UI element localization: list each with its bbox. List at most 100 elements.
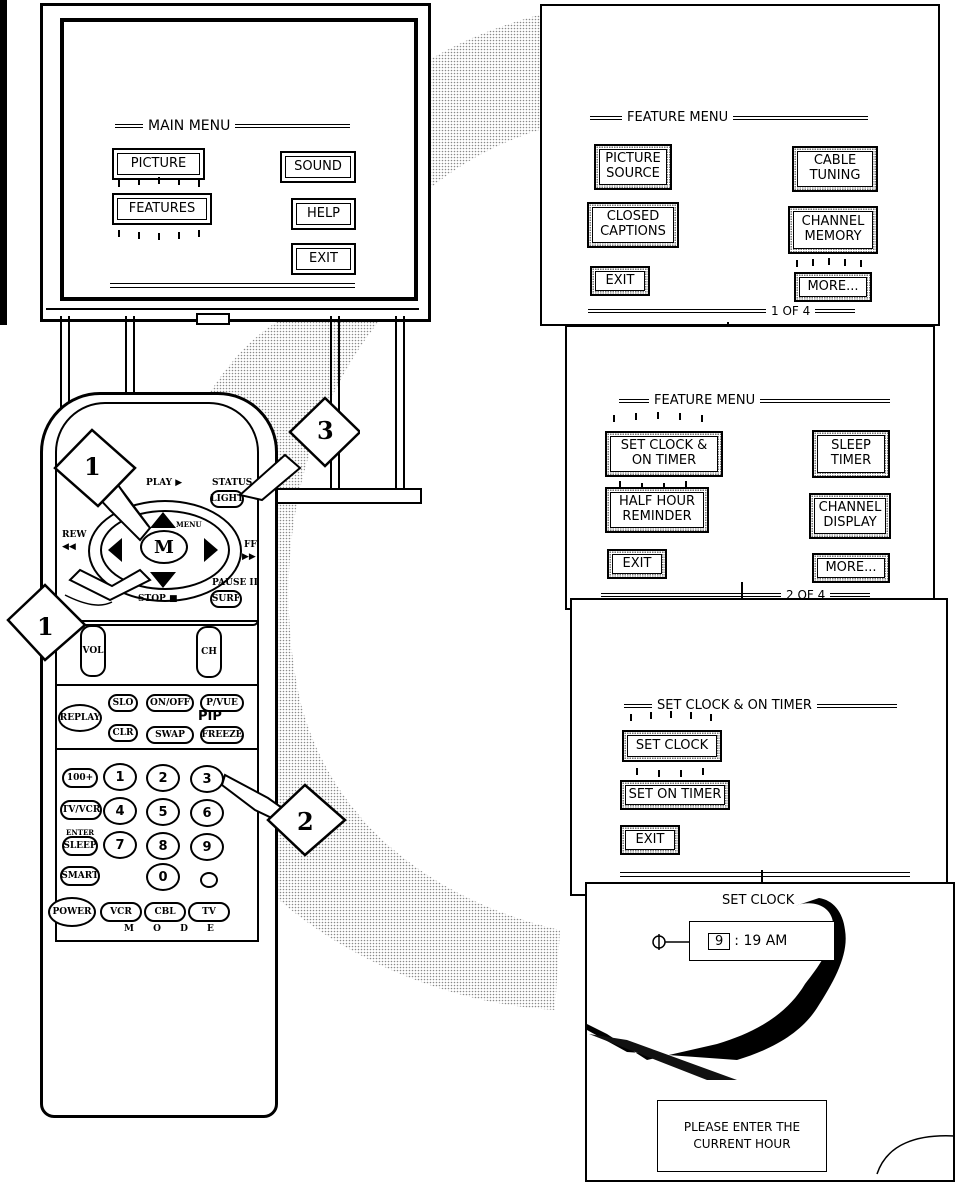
closed-captions-button[interactable]: CLOSED CAPTIONS	[587, 202, 679, 248]
digit-7-button[interactable]: 7	[103, 831, 137, 859]
more-button-menu-1[interactable]: MORE...	[794, 272, 872, 302]
vcr-mode-button[interactable]: VCR	[100, 902, 142, 922]
vol-rocker[interactable]: VOL	[80, 625, 106, 677]
direction-ring-inner	[100, 510, 230, 590]
on-off-button[interactable]: ON/OFF	[146, 694, 194, 712]
menu-m-button[interactable]: M	[140, 530, 188, 564]
hundred-plus-button[interactable]: 100+	[62, 768, 98, 788]
skier-illustration	[587, 898, 955, 1175]
status-label: STATUS	[212, 478, 253, 488]
step-1-callout: 1	[84, 452, 101, 481]
digit-0-button[interactable]: 0	[146, 863, 180, 891]
tv-mode-button[interactable]: TV	[188, 902, 230, 922]
features-button[interactable]: FEATURES	[112, 193, 212, 225]
cbl-mode-button[interactable]: CBL	[144, 902, 186, 922]
indicator-dot	[200, 872, 218, 888]
cable-tuning-button[interactable]: CABLE TUNING	[792, 146, 878, 192]
ch-rocker[interactable]: CH	[196, 626, 222, 678]
direction-arrows	[108, 512, 218, 588]
surf-button[interactable]: SURF	[210, 590, 242, 608]
left-arrow-icon	[108, 538, 122, 562]
pointing-hands	[6, 396, 360, 857]
help-button[interactable]: HELP	[291, 198, 356, 230]
exit-button[interactable]: EXIT	[291, 243, 356, 275]
feature-menu-2-title: FEATURE MENU	[619, 393, 891, 408]
step-2-callout: 2	[297, 807, 314, 836]
tv-stand-far-right	[395, 316, 405, 491]
stop-label: STOP ■	[138, 594, 178, 604]
channel-display-button[interactable]: CHANNEL DISPLAY	[809, 493, 891, 539]
cursor-pointer-icon	[652, 934, 689, 950]
pause-label: PAUSE II	[212, 578, 258, 588]
set-clock-menu-footer-rule	[620, 872, 910, 877]
step-3-callout: 3	[317, 416, 334, 445]
hour-field[interactable]: 9	[708, 932, 731, 950]
sleep-timer-button[interactable]: SLEEP TIMER	[812, 430, 890, 478]
digit-9-button[interactable]: 9	[190, 833, 224, 861]
swap-button[interactable]: SWAP	[146, 726, 194, 744]
exit-button-menu-1[interactable]: EXIT	[590, 266, 650, 296]
tv-power-indicator	[196, 313, 230, 325]
ff-arrows: ▶▶	[242, 552, 256, 562]
set-clock-menu-panel: SET CLOCK & ON TIMER SET CLOCK SET ON TI…	[570, 598, 948, 896]
digit-2-button[interactable]: 2	[146, 764, 180, 792]
time-minutes-ampm: : 19 AM	[734, 933, 788, 949]
picture-button[interactable]: PICTURE	[112, 148, 205, 180]
tv-stand-left	[60, 316, 70, 426]
power-button[interactable]: POWER	[48, 897, 96, 927]
clr-button[interactable]: CLR	[108, 724, 138, 742]
rew-arrows: ◀◀	[62, 542, 76, 552]
enter-label: ENTER	[66, 828, 95, 837]
freeze-button[interactable]: FREEZE	[200, 726, 244, 744]
feature-menu-1-title: FEATURE MENU	[590, 110, 869, 125]
main-menu-footer-rule	[110, 283, 355, 288]
channel-memory-button[interactable]: CHANNEL MEMORY	[788, 206, 878, 254]
keypad-panel	[55, 748, 259, 942]
digit-1-button[interactable]: 1	[103, 763, 137, 791]
remote-top-panel	[55, 402, 259, 626]
exit-button-menu-2[interactable]: EXIT	[607, 549, 667, 579]
set-clock-button[interactable]: SET CLOCK	[622, 730, 722, 762]
tv-vcr-button[interactable]: TV/VCR	[60, 800, 102, 820]
exit-button-set-clock-menu[interactable]: EXIT	[620, 825, 680, 855]
menu-label: MENU	[176, 520, 202, 529]
sound-button[interactable]: SOUND	[280, 151, 356, 183]
light-button[interactable]: LIGHT	[210, 490, 244, 508]
digit-5-button[interactable]: 5	[146, 798, 180, 826]
picture-source-button[interactable]: PICTURE SOURCE	[594, 144, 672, 190]
digit-6-button[interactable]: 6	[190, 799, 224, 827]
set-clock-on-timer-button[interactable]: SET CLOCK & ON TIMER	[605, 431, 723, 477]
direction-ring	[88, 500, 242, 602]
mode-label: M O D E	[124, 924, 222, 934]
tv-bezel-bottom	[46, 308, 419, 316]
more-button-menu-2[interactable]: MORE...	[812, 553, 890, 583]
pip-label: PIP	[198, 709, 222, 724]
tv-stand-mid	[125, 316, 135, 406]
set-clock-screen-title: SET CLOCK	[722, 893, 795, 908]
sleep-button[interactable]: SLEEP	[62, 836, 98, 856]
set-clock-screen-panel: SET CLOCK 9 : 19 AM PLEASE ENTER THE CUR…	[585, 882, 955, 1182]
page-edge-bar	[0, 0, 7, 325]
p-vue-button[interactable]: P/VUE	[200, 694, 244, 712]
smart-button[interactable]: SMART	[60, 866, 100, 886]
feature-menu-1-page: 1 OF 4	[588, 304, 856, 318]
feature-menu-panel-1: FEATURE MENU PICTURE SOURCE CABLE TUNING…	[540, 4, 940, 326]
set-clock-menu-title: SET CLOCK & ON TIMER	[624, 698, 897, 713]
replay-button[interactable]: REPLAY	[58, 704, 102, 732]
time-display: 9 : 19 AM	[689, 921, 835, 961]
down-arrow-icon	[150, 572, 176, 588]
enter-hour-prompt: PLEASE ENTER THE CURRENT HOUR	[657, 1100, 827, 1172]
set-on-timer-button[interactable]: SET ON TIMER	[620, 780, 730, 810]
feature-menu-panel-2: FEATURE MENU SET CLOCK & ON TIMER SLEEP …	[565, 325, 935, 610]
half-hour-reminder-button[interactable]: HALF HOUR REMINDER	[605, 487, 709, 533]
rew-label: REW	[62, 530, 87, 540]
main-menu-title: MAIN MENU	[115, 118, 351, 134]
up-arrow-icon	[150, 512, 176, 528]
right-arrow-icon	[204, 538, 218, 562]
ff-label: FF	[244, 540, 257, 550]
digit-8-button[interactable]: 8	[146, 832, 180, 860]
play-label: PLAY ▶	[146, 478, 183, 488]
slo-button[interactable]: SLO	[108, 694, 138, 712]
step-1b-callout: 1	[37, 612, 54, 641]
digit-4-button[interactable]: 4	[103, 797, 137, 825]
